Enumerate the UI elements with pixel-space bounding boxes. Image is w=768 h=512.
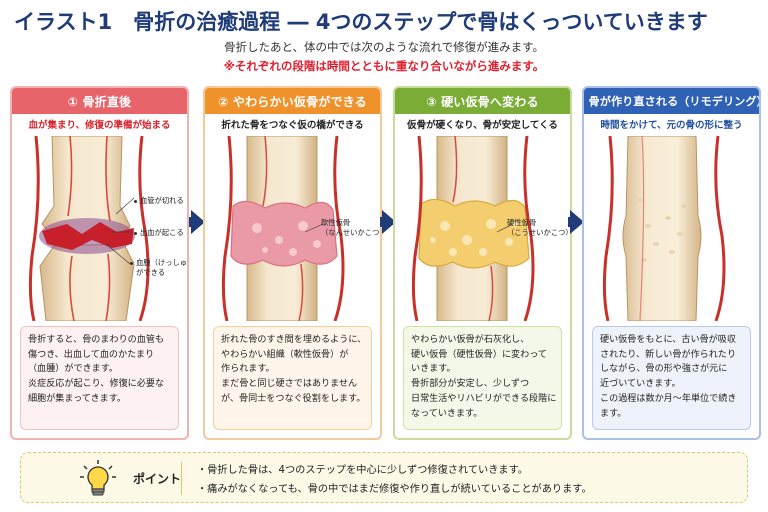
- label-bleeding: 出血が起こる: [134, 228, 184, 238]
- point-line-2: ・痛みがなくなっても、骨の中ではまだ修復や作り直しが続いていることがあります。: [197, 484, 592, 495]
- label-hard-callus: 硬性仮骨（こうせいかこつ）: [507, 218, 572, 237]
- stage-header-4: ④ 骨が作り直される（リモデリング）: [584, 88, 759, 114]
- label-hematoma: 血腫（けっしゅ）ができる: [130, 258, 187, 278]
- stage-caption-4: 時間をかけて、元の骨の形に整う: [600, 120, 743, 131]
- remodeling-illustration: [584, 136, 759, 321]
- bone-fracture-illustration: [12, 136, 187, 321]
- stage-desc-2: 折れた骨のすき間を埋めるように、 やわらかい組織（軟性仮骨）が 作られます。 ま…: [213, 326, 372, 430]
- stage-card-2: ② やわらかい仮骨ができる 折れた骨をつなぐ仮の橋ができる 軟性仮骨（なんせいか…: [203, 86, 382, 440]
- stage-header-3: ③ 硬い仮骨へ変わる: [395, 88, 570, 114]
- label-soft-callus: 軟性仮骨（なんせいかこつ）: [321, 218, 382, 237]
- point-divider: [181, 462, 182, 495]
- stage-header-2: ② やわらかい仮骨ができる: [205, 88, 380, 114]
- stage-header-1: ① 骨折直後: [12, 88, 187, 114]
- stage-desc-1: 骨折すると、骨のまわりの血管も 傷つき、出血して血のかたまり （血腫）ができます…: [20, 326, 179, 430]
- stage-desc-3: やわらかい仮骨が石灰化し、 硬い仮骨（硬性仮骨）に変わって いきます。 骨折部分…: [403, 326, 562, 430]
- arrow-right-icon: [568, 210, 584, 234]
- page-title: イラスト1 骨折の治癒過程 ― 4つのステップで骨はくっついていきます: [14, 10, 708, 34]
- stage-card-1: ① 骨折直後 血が集まり、修復の準備が始まる 血管が切れる 出血が: [10, 86, 189, 440]
- hard-callus-illustration: [395, 136, 570, 321]
- point-label: ポイント: [133, 472, 182, 486]
- arrow-right-icon: [380, 210, 396, 234]
- arrow-right-icon: [189, 210, 205, 234]
- stage-caption-3: 仮骨が硬くなり、骨が安定してくる: [407, 120, 558, 131]
- stage-caption-2: 折れた骨をつなぐ仮の橋ができる: [221, 120, 364, 131]
- label-vessel-break: 血管が切れる: [134, 196, 184, 206]
- stage-card-4: ④ 骨が作り直される（リモデリング） 時間をかけて、元の骨の形に整う 硬い仮骨を…: [582, 86, 761, 440]
- stage-card-3: ③ 硬い仮骨へ変わる 仮骨が硬くなり、骨が安定してくる 硬性仮骨（こうせいかこつ…: [393, 86, 572, 440]
- soft-callus-illustration: [205, 136, 380, 321]
- point-box: ポイント ・骨折した骨は、4つのステップを中心に少しずつ修復されていきます。 ・…: [20, 452, 748, 503]
- page-subtitle: 骨折したあと、体の中では次のような流れで修復が進みます。: [223, 40, 545, 54]
- lightbulb-icon: [79, 459, 117, 497]
- page-note: ※それぞれの段階は時間とともに重なり合いながら進みます。: [223, 59, 545, 73]
- stage-desc-4: 硬い仮骨をもとに、古い骨が吸収 されたり、新しい骨が作られたり しながら、骨の形…: [592, 326, 751, 430]
- point-line-1: ・骨折した骨は、4つのステップを中心に少しずつ修復されていきます。: [197, 465, 528, 476]
- stage-caption-1: 血が集まり、修復の準備が始まる: [28, 120, 171, 131]
